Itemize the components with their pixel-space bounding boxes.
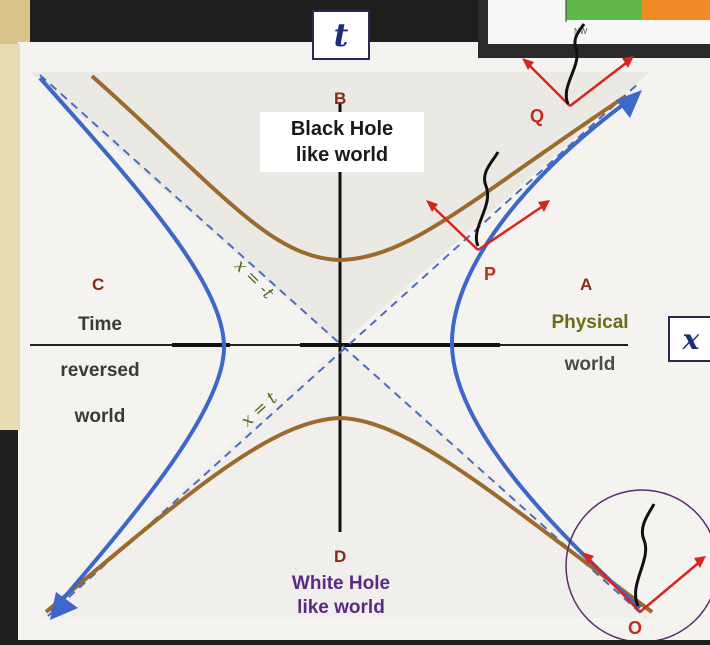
white-hole-region-label: White Hole like world (256, 572, 426, 620)
black-hole-line-2: like world (295, 144, 389, 166)
physical-line-1: Physical (551, 312, 629, 333)
vectors-at-Q (522, 23, 634, 107)
time-reversed-line-2: reversed (60, 360, 140, 381)
paper-edge (0, 44, 20, 430)
black-hole-hyperbola (90, 74, 628, 263)
white-hole-hyperbola (44, 415, 654, 614)
black-hole-line-1: Black Hole (290, 118, 394, 140)
white-hole-line-2: like world (297, 597, 385, 618)
left-worldline-arrow (50, 592, 78, 620)
point-label-P: P (484, 264, 496, 284)
lightcone-x-equals-minus-t (39, 74, 646, 618)
bottom-region-shade (40, 345, 660, 618)
physical-line-2: world (564, 354, 616, 375)
t-axis-label: t (333, 16, 349, 54)
black-hole-region-label: Black Hole like world (260, 112, 424, 172)
point-label-Q: Q (530, 106, 544, 126)
point-label-B: B (334, 89, 346, 108)
time-reversed-line-1: Time (77, 314, 122, 335)
white-hole-line-1: White Hole (291, 573, 391, 594)
time-reversed-region-label: Time reversed world (40, 302, 160, 440)
time-reversed-line-3: world (74, 406, 126, 427)
inset-label: NW (574, 27, 588, 36)
right-worldline (449, 96, 642, 610)
point-label-O: O (628, 618, 642, 638)
point-label-C: C (92, 275, 104, 294)
inset-chart: NW (478, 0, 710, 58)
t-axis-label-box: t (312, 10, 370, 60)
physical-region-label: Physical world (520, 302, 660, 386)
point-label-A: A (580, 275, 592, 294)
vectors-at-P (426, 151, 550, 252)
left-worldline (38, 76, 227, 614)
point-label-D: D (334, 547, 346, 566)
right-worldline-arrow (616, 90, 642, 118)
x-axis-label: x (682, 322, 700, 356)
x-axis-label-box: x (668, 316, 710, 362)
